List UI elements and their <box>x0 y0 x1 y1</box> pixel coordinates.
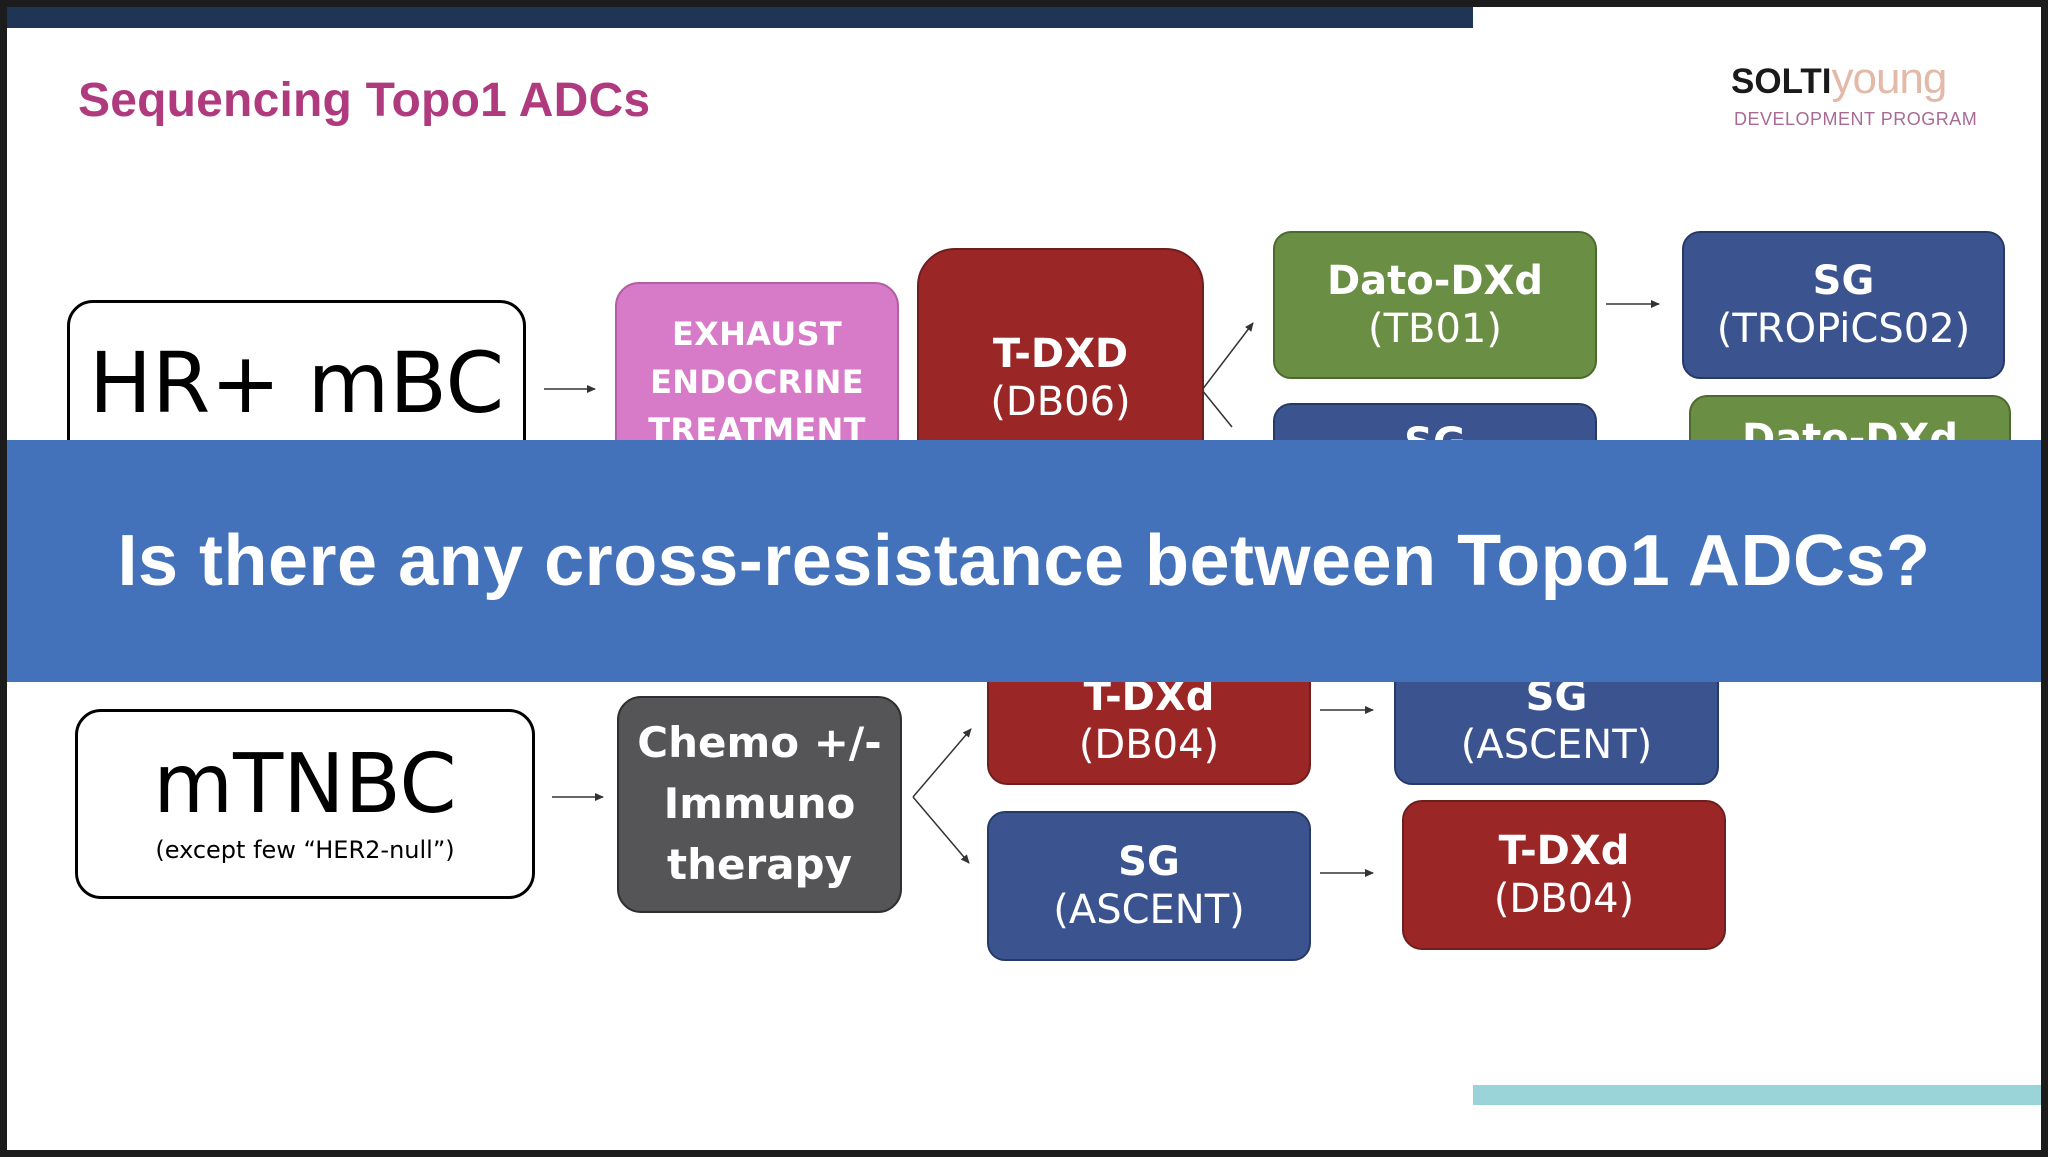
chemo-line-3: therapy <box>667 839 852 889</box>
tdxd-db04-lower-sub: (DB04) <box>1493 876 1635 922</box>
solti-young-logo: SOLTIyoung DEVELOPMENT PROGRAM <box>1731 57 1981 137</box>
logo-brand-a: SOLTI <box>1731 62 1832 101</box>
sg-ascent-upper-sub: (ASCENT) <box>1460 722 1653 768</box>
question-banner-text: Is there any cross-resistance between To… <box>117 521 1931 601</box>
chemo-immuno-box: Chemo +/- Immuno therapy <box>617 696 902 913</box>
mtnbc-note: (except few “HER2-null”) <box>155 836 455 864</box>
tdxd-db04-lower-box: T-DXd (DB04) <box>1402 800 1726 950</box>
logo-brand-b: young <box>1831 54 1947 103</box>
hr-mbc-label: HR+ mBC <box>88 334 505 432</box>
mtnbc-box: mTNBC (except few “HER2-null”) <box>75 709 535 899</box>
logo-wordmark: SOLTIyoung <box>1731 54 1947 103</box>
sg-ascent-lower-box: SG (ASCENT) <box>987 811 1311 961</box>
slide: Sequencing Topo1 ADCs SOLTIyoung DEVELOP… <box>7 7 2041 1150</box>
sg-tropics02-sub: (TROPiCS02) <box>1716 306 1971 352</box>
arrow-chemo-to-sg <box>912 796 970 864</box>
arrow-tdxd-to-sg <box>1201 389 1233 428</box>
sg-tropics02-title: SG <box>1812 258 1875 304</box>
chemo-line-1: Chemo +/- <box>637 718 882 768</box>
slide-title: Sequencing Topo1 ADCs <box>78 74 651 127</box>
dato-tb01-title: Dato-DXd <box>1326 258 1544 304</box>
dato-tb01-sub: (TB01) <box>1368 306 1502 352</box>
exhaust-line-1: EXHAUST <box>671 315 843 353</box>
tdxd-db06-title: T-DXD <box>992 331 1129 377</box>
sg-tropics02-box: SG (TROPiCS02) <box>1682 231 2005 379</box>
dato-tb01-box: Dato-DXd (TB01) <box>1273 231 1597 379</box>
exhaust-line-2: ENDOCRINE <box>650 363 864 401</box>
logo-subtitle: DEVELOPMENT PROGRAM <box>1734 109 1978 129</box>
tdxd-db04-upper-sub: (DB04) <box>1078 722 1220 768</box>
sg-ascent-lower-title: SG <box>1118 839 1180 885</box>
arrow-tdxd-to-dato <box>1201 322 1254 391</box>
mtnbc-label: mTNBC <box>153 737 457 832</box>
top-accent-bar <box>7 7 1473 28</box>
tdxd-db06-sub: (DB06) <box>990 379 1131 425</box>
chemo-line-2: Immuno <box>663 779 856 829</box>
question-banner: Is there any cross-resistance between To… <box>7 440 2041 682</box>
bottom-accent-bar <box>1473 1085 2041 1105</box>
sg-ascent-lower-sub: (ASCENT) <box>1053 887 1245 933</box>
tdxd-db04-lower-title: T-DXd <box>1498 828 1630 874</box>
arrow-chemo-to-tdxd <box>912 728 972 798</box>
